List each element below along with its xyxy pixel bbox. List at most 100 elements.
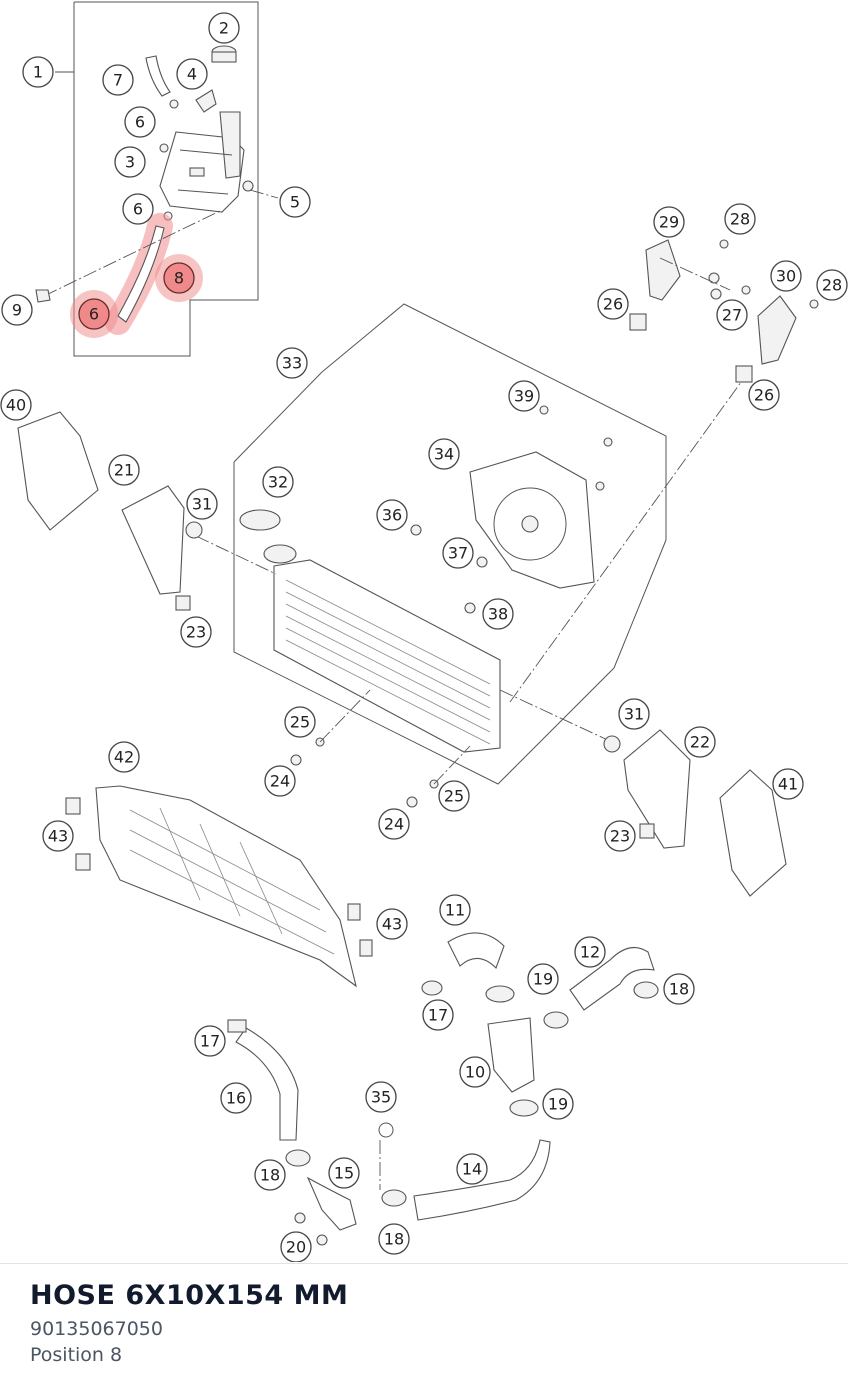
- callout[interactable]: 9: [1, 294, 33, 326]
- callout[interactable]: 26: [597, 288, 629, 320]
- callout[interactable]: 42: [108, 741, 140, 773]
- callout[interactable]: 14: [456, 1153, 488, 1185]
- part-number: 90135067050: [30, 1318, 163, 1340]
- callout-circle: [618, 698, 650, 730]
- callout-circle: [438, 780, 470, 812]
- callout[interactable]: 17: [422, 999, 454, 1031]
- callout[interactable]: 4: [176, 58, 208, 90]
- callout[interactable]: 18: [663, 973, 695, 1005]
- callout[interactable]: 32: [262, 466, 294, 498]
- callout[interactable]: 35: [365, 1081, 397, 1113]
- callout[interactable]: 23: [604, 820, 636, 852]
- callout-circle: [328, 1157, 360, 1189]
- callout[interactable]: 25: [438, 780, 470, 812]
- callout[interactable]: 3: [114, 146, 146, 178]
- callout[interactable]: 29: [653, 206, 685, 238]
- callout[interactable]: 34: [428, 438, 460, 470]
- callout[interactable]: 25: [284, 706, 316, 738]
- callout[interactable]: 43: [42, 820, 74, 852]
- callout-number: 21: [114, 461, 134, 480]
- part-info-panel: HOSE 6X10X154 MM 90135067050 Position 8: [0, 1263, 848, 1390]
- callout-number: 4: [187, 65, 197, 84]
- callout-circle: [42, 820, 74, 852]
- callout-number: 6: [135, 113, 145, 132]
- callout[interactable]: 12: [574, 936, 606, 968]
- callout[interactable]: 30: [770, 260, 802, 292]
- callout-number: 2: [219, 19, 229, 38]
- callout[interactable]: 2: [208, 12, 240, 44]
- callout[interactable]: 6: [122, 193, 154, 225]
- callout-circle: [124, 106, 156, 138]
- callout[interactable]: 33: [276, 347, 308, 379]
- callout[interactable]: 5: [279, 186, 311, 218]
- expansion-tank-group: [35, 1, 279, 357]
- callout[interactable]: 43: [376, 908, 408, 940]
- callout-circle: [276, 347, 308, 379]
- callout[interactable]: 11: [439, 894, 471, 926]
- callout-number: 32: [268, 473, 288, 492]
- callout-number: 36: [382, 506, 402, 525]
- callout[interactable]: 40: [0, 389, 32, 421]
- callout-circle: [279, 186, 311, 218]
- callout[interactable]: 18: [254, 1159, 286, 1191]
- callout[interactable]: 15: [328, 1157, 360, 1189]
- callout[interactable]: 22: [684, 726, 716, 758]
- callout-number: 18: [260, 1166, 280, 1185]
- callout[interactable]: 23: [180, 616, 212, 648]
- callout[interactable]: 26: [748, 379, 780, 411]
- callout[interactable]: 7: [102, 64, 134, 96]
- callout-number: 5: [290, 193, 300, 212]
- callout-number: 11: [445, 901, 465, 920]
- callout[interactable]: 20: [280, 1231, 312, 1262]
- callout[interactable]: 36: [376, 499, 408, 531]
- callout-circle: [220, 1082, 252, 1114]
- hoses-group: [227, 932, 659, 1246]
- callout[interactable]: 27: [716, 299, 748, 331]
- callout[interactable]: 21: [108, 454, 140, 486]
- callout-circle: [663, 973, 695, 1005]
- callout[interactable]: 28: [816, 269, 848, 301]
- callout-highlighted[interactable]: 8: [155, 254, 203, 302]
- callout-number: 18: [384, 1230, 404, 1249]
- callout[interactable]: 1: [22, 56, 54, 88]
- callout[interactable]: 24: [378, 808, 410, 840]
- callout-number: 38: [488, 605, 508, 624]
- callout[interactable]: 16: [220, 1082, 252, 1114]
- callout[interactable]: 31: [618, 698, 650, 730]
- callout-circle: [114, 146, 146, 178]
- callout-number: 42: [114, 748, 134, 767]
- callout[interactable]: 6: [124, 106, 156, 138]
- callout-number: 19: [533, 970, 553, 989]
- callout[interactable]: 19: [527, 963, 559, 995]
- callout-circle: [574, 936, 606, 968]
- callout-number: 26: [603, 295, 623, 314]
- callout[interactable]: 24: [264, 765, 296, 797]
- callout[interactable]: 18: [378, 1223, 410, 1255]
- callout[interactable]: 10: [459, 1056, 491, 1088]
- callout[interactable]: 37: [442, 537, 474, 569]
- callout-circle: [280, 1231, 312, 1262]
- callout[interactable]: 17: [194, 1025, 226, 1057]
- callout-number: 41: [778, 775, 798, 794]
- callout-circle: [376, 499, 408, 531]
- callout[interactable]: 38: [482, 598, 514, 630]
- callout-circle: [102, 64, 134, 96]
- callout-number: 22: [690, 733, 710, 752]
- grille-group: [65, 785, 373, 988]
- callout-number: 19: [548, 1095, 568, 1114]
- callout[interactable]: 31: [186, 488, 218, 520]
- callout-circle: [262, 466, 294, 498]
- callout-circle: [684, 726, 716, 758]
- callout[interactable]: 19: [542, 1088, 574, 1120]
- callout[interactable]: 28: [724, 203, 756, 235]
- callout-circle: [176, 58, 208, 90]
- callout-circle: [456, 1153, 488, 1185]
- callout[interactable]: 41: [772, 768, 804, 800]
- callout-circle: [122, 193, 154, 225]
- part-position: Position 8: [30, 1344, 123, 1366]
- callout[interactable]: 39: [508, 380, 540, 412]
- callout-number: 26: [754, 386, 774, 405]
- callout-circle: [724, 203, 756, 235]
- callout-highlighted[interactable]: 6: [70, 290, 118, 338]
